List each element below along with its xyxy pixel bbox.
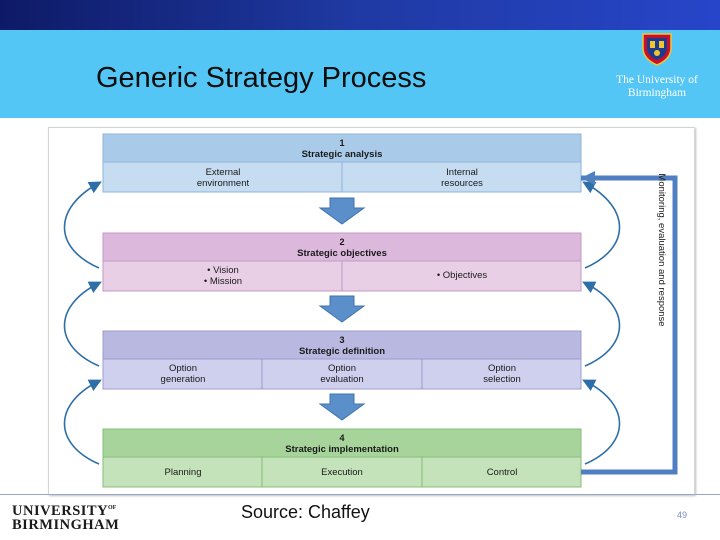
stage-4-cell-2: Execution [321, 467, 363, 478]
stage-3: 3 Strategic definition Option generation… [102, 330, 582, 390]
stage-1-cell-2-line-1: Internal [446, 167, 478, 178]
stage-4-header [102, 428, 582, 458]
stage-4-number: 4 [339, 433, 344, 443]
right-loop-arrow-1-icon [582, 181, 621, 269]
stage-3-body [102, 358, 582, 390]
stage-3-header [102, 330, 582, 360]
stage-2-cell-1-line-2: • Mission [204, 276, 242, 287]
stage-1-title: Strategic analysis [302, 149, 383, 160]
stage-3-cell-3-line-2: selection [483, 374, 521, 385]
left-loop-arrow-3-icon [63, 379, 102, 465]
stage-4-cell-3: Control [487, 467, 518, 478]
down-arrow-2-icon [318, 295, 366, 323]
monitoring-label: Monitoring, evaluation and response [656, 173, 667, 326]
stage-3-number: 3 [339, 335, 344, 345]
source-caption: Source: Chaffey [241, 502, 370, 522]
stage-1-cell-1-line-2: environment [197, 178, 250, 189]
strategy-process-diagram: 1 Strategic analysis External environmen… [48, 127, 695, 495]
monitoring-bracket [581, 175, 678, 475]
stage-1-header [102, 133, 582, 163]
stage-4-cell-1: Planning [165, 467, 202, 478]
stage-2-title: Strategic objectives [297, 248, 387, 259]
footer-divider [0, 494, 720, 495]
right-loop-arrow-2-icon [582, 281, 621, 367]
slide-title: Generic Strategy Process [96, 62, 427, 94]
stage-2-cell-1-line-1: • Vision [207, 265, 239, 276]
down-arrow-1-icon [318, 197, 366, 225]
stage-2-cell-2: • Objectives [437, 270, 488, 281]
logo-of: OF [108, 505, 117, 511]
stage-2: 2 Strategic objectives • Vision • Missio… [102, 232, 582, 292]
monitoring-arrow-head-icon [581, 171, 595, 185]
left-loop-arrow-2-icon [63, 281, 102, 367]
stage-3-cell-1-line-1: Option [169, 363, 197, 374]
stage-4-title: Strategic implementation [285, 444, 399, 455]
top-bar [0, 0, 720, 30]
stage-3-cell-2-line-1: Option [328, 363, 356, 374]
left-loop-arrow-1-icon [63, 181, 102, 269]
stage-1-number: 1 [339, 138, 344, 148]
stage-2-header [102, 232, 582, 262]
down-arrow-3-icon [318, 393, 366, 421]
logo-line-1: UNIVERSITY [12, 503, 109, 519]
university-name: The University of Birmingham [616, 74, 698, 99]
stage-1-cell-1-line-1: External [206, 167, 241, 178]
header-band [0, 30, 720, 118]
logo-line-2: BIRMINGHAM [12, 517, 120, 533]
stage-4: 4 Strategic implementation Planning Exec… [102, 428, 582, 488]
page-number: 49 [677, 510, 688, 520]
stage-3-cell-2-line-2: evaluation [320, 374, 363, 385]
university-crest-icon [640, 32, 674, 66]
stage-1-cell-2-line-2: resources [441, 178, 483, 189]
stage-3-title: Strategic definition [299, 346, 385, 357]
stage-1: 1 Strategic analysis External environmen… [102, 133, 582, 193]
right-loop-arrow-3-icon [582, 379, 621, 465]
stage-3-cell-3-line-1: Option [488, 363, 516, 374]
university-logo: UNIVERSITY OF BIRMINGHAM [12, 503, 120, 533]
stage-2-number: 2 [339, 237, 344, 247]
stage-3-cell-1-line-2: generation [161, 374, 206, 385]
